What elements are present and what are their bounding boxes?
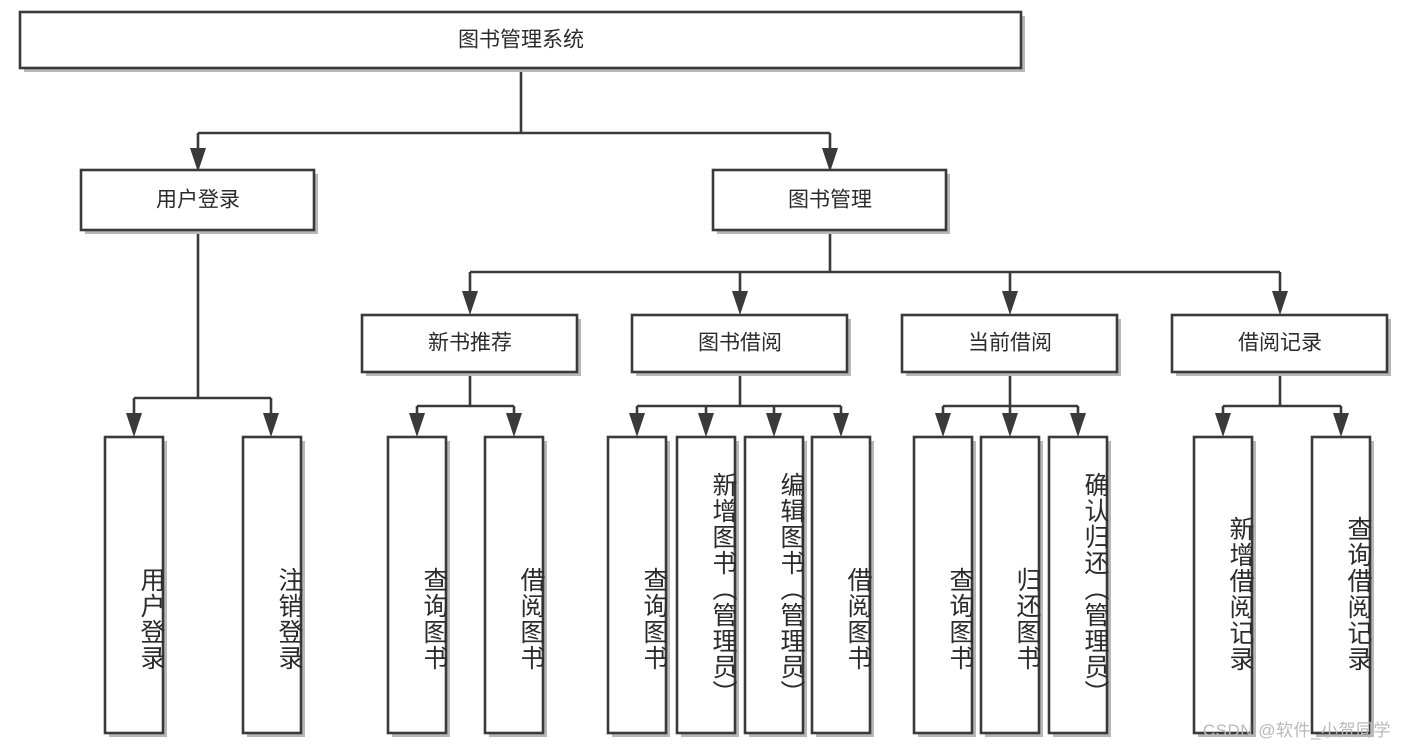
node-borrow-record-label: 借阅记录	[1238, 332, 1322, 355]
edge-new-book-rec-trunk	[415, 375, 516, 425]
arrow-current-borrow-to-leaf-return-book	[1002, 413, 1018, 437]
edge-book-manage-trunk	[468, 232, 1282, 303]
leaf-query-book-3-box[interactable]	[912, 435, 974, 735]
arrow-borrow-record-to-leaf-add-record	[1215, 413, 1231, 437]
leaf-query-record-box[interactable]	[1310, 435, 1372, 735]
arrow-book-manage-to-current-borrow	[1002, 291, 1018, 315]
node-book-manage-box	[711, 168, 948, 232]
node-new-book-rec[interactable]: 新书推荐	[360, 313, 581, 376]
node-borrow-record[interactable]: 借阅记录	[1170, 313, 1391, 376]
leaf-borrow-book-2-box[interactable]	[810, 435, 872, 735]
leaf-user-login-box[interactable]	[103, 435, 165, 735]
watermark-text: CSDN @软件_小贺同学	[1202, 721, 1391, 740]
arrow-current-borrow-to-leaf-query-book-3	[935, 413, 951, 437]
node-root-box	[18, 10, 1023, 70]
node-current-borrow-box	[900, 313, 1119, 374]
edge-book-borrow-trunk	[635, 375, 843, 425]
arrow-book-manage-to-borrow-record	[1272, 291, 1288, 315]
node-book-borrow-label: 图书借阅	[698, 332, 782, 355]
leaf-logout-box[interactable]	[241, 435, 303, 735]
arrow-book-borrow-to-leaf-add-book	[698, 413, 714, 437]
arrow-current-borrow-to-leaf-confirm-return	[1070, 413, 1086, 437]
arrow-root-to-user-login	[190, 148, 206, 172]
arrow-book-borrow-to-leaf-query-book-2	[629, 413, 645, 437]
arrow-book-manage-to-book-borrow	[732, 291, 748, 315]
arrow-borrow-record-to-leaf-query-record	[1333, 413, 1349, 437]
leaf-add-book-box[interactable]	[675, 435, 737, 735]
node-user-login-box	[79, 168, 316, 232]
leaf-confirm-return-box[interactable]	[1047, 435, 1109, 735]
arrow-book-manage-to-new-book-rec	[462, 291, 478, 315]
arrow-new-book-rec-to-leaf-query-book-1	[409, 413, 425, 437]
arrow-book-borrow-to-leaf-borrow-book-2	[833, 413, 849, 437]
node-current-borrow[interactable]: 当前借阅	[900, 313, 1121, 376]
leaf-add-record-box[interactable]	[1192, 435, 1254, 735]
edge-borrow-record-trunk	[1221, 375, 1343, 425]
node-root-label: 图书管理系统	[458, 29, 584, 52]
leaf-return-book-box[interactable]	[979, 435, 1041, 735]
arrow-user-login-to-leaf-logout	[263, 413, 279, 437]
node-new-book-rec-label: 新书推荐	[428, 332, 512, 355]
connector-layer	[126, 68, 1349, 437]
edge-root-trunk	[196, 68, 832, 160]
node-book-manage-label: 图书管理	[788, 189, 872, 212]
leaf-edit-book-box[interactable]	[743, 435, 805, 735]
node-borrow-record-box	[1170, 313, 1389, 374]
leaf-query-book-1-box[interactable]	[386, 435, 448, 735]
arrow-user-login-to-leaf-user-login	[126, 413, 142, 437]
node-book-borrow[interactable]: 图书借阅	[630, 313, 851, 376]
arrow-new-book-rec-to-leaf-borrow-book-1	[506, 413, 522, 437]
node-root[interactable]: 图书管理系统	[18, 10, 1025, 72]
leaf-box-layer	[103, 435, 1374, 737]
node-new-book-rec-box	[360, 313, 579, 374]
node-book-manage[interactable]: 图书管理	[711, 168, 950, 234]
leaf-query-book-2-box[interactable]	[606, 435, 668, 735]
arrow-root-to-book-manage	[822, 148, 838, 172]
edge-user-login-trunk	[132, 232, 273, 425]
leaf-borrow-book-1-box[interactable]	[483, 435, 545, 735]
node-user-login[interactable]: 用户登录	[79, 168, 318, 234]
node-user-login-label: 用户登录	[156, 189, 240, 212]
node-current-borrow-label: 当前借阅	[968, 332, 1052, 355]
node-book-borrow-box	[630, 313, 849, 374]
arrow-book-borrow-to-leaf-edit-book	[766, 413, 782, 437]
